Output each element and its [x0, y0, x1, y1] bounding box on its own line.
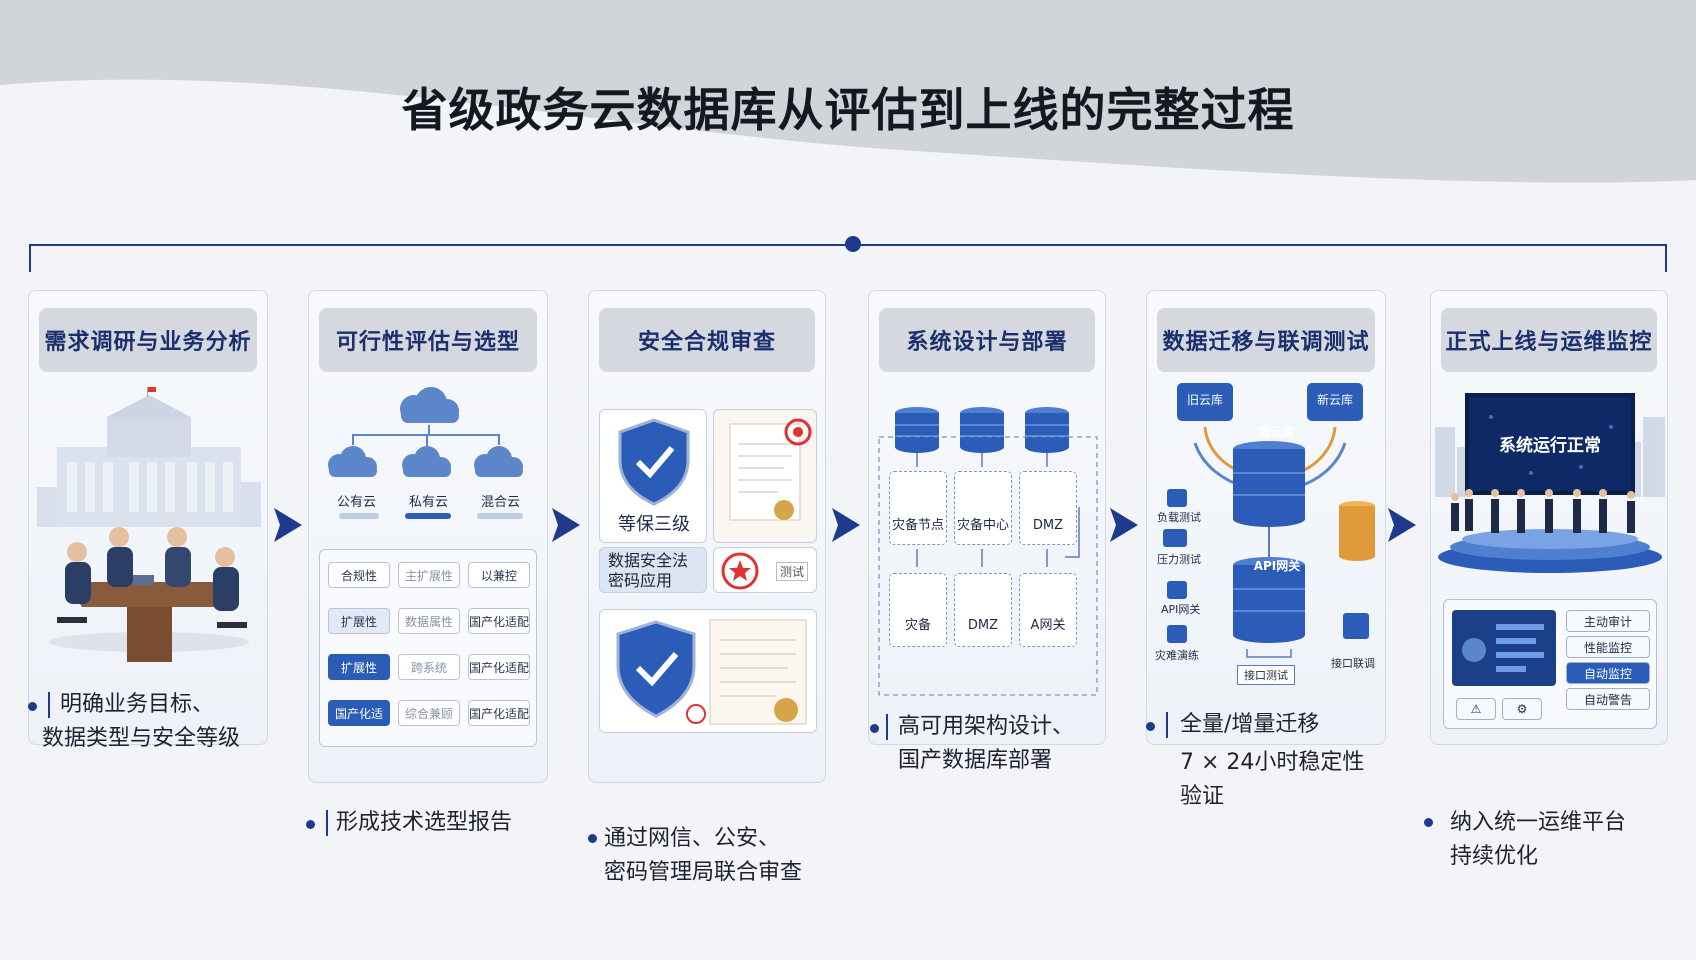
- background-wave: [0, 0, 1696, 240]
- step-panel-2: 可行性评估与选型 公有云 私有云 混合云 合规性 主扩展性 以兼控 扩展性 数据…: [308, 290, 548, 783]
- caption-line: 验证: [1180, 784, 1225, 809]
- label-disaster-drill: 灾难演练: [1155, 649, 1199, 662]
- meeting-illustration: [37, 387, 261, 662]
- step-panel-6: 正式上线与运维监控 系统运行正常 主动审计 性能监控 自动监控 自动警告 ⚠ ⚙: [1430, 290, 1668, 745]
- db-label-main: 数云库: [1258, 425, 1295, 439]
- btn-auto-monitor[interactable]: 自动监控: [1566, 662, 1650, 684]
- caption-line: 密码管理局联合审查: [604, 860, 803, 885]
- label-stress-test: 压力测试: [1157, 553, 1201, 566]
- step-panel-3: 安全合规审查 等保三级 数据安全法 密码应用 测试: [588, 290, 826, 783]
- grid-cell: 以兼控: [468, 562, 530, 588]
- cloud-diagram: [328, 387, 523, 477]
- step-caption-5: 全量/增量迁移 7 × 24小时稳定性 验证: [1146, 708, 1400, 814]
- grid-cell: 扩展性: [328, 608, 390, 634]
- grid-cell: 合规性: [328, 562, 390, 588]
- step-title-1: 需求调研与业务分析: [39, 308, 257, 372]
- node-dr: 灾备: [889, 573, 947, 647]
- caption-line: 国产数据库部署: [898, 748, 1053, 773]
- grid-cell: 国产化适配: [468, 700, 530, 726]
- btn-audit[interactable]: 主动审计: [1566, 610, 1650, 632]
- cloud-label-hybrid: 混合云: [481, 495, 521, 510]
- settings-icon[interactable]: ⚙: [1502, 698, 1542, 720]
- caption-line: 通过网信、公安、: [604, 826, 781, 851]
- step-caption-1: 明确业务目标、 数据类型与安全等级: [28, 688, 282, 756]
- migration-diagram: [1163, 383, 1375, 658]
- label-api-gateway: API网关: [1161, 603, 1201, 616]
- grid-cell: 主扩展性: [398, 562, 460, 588]
- grid-cell: 国产化适配: [468, 654, 530, 680]
- dashboard-screen: [1452, 610, 1556, 686]
- step-caption-4: 高可用架构设计、 国产数据库部署: [870, 710, 1138, 778]
- label-crypto-application: 密码应用: [608, 571, 673, 590]
- step-caption-3: 通过网信、公安、 密码管理局联合审查: [588, 822, 854, 890]
- label-test: 测试: [775, 562, 808, 581]
- step-title-3: 安全合规审查: [599, 308, 815, 372]
- evaluation-grid: 合规性 主扩展性 以兼控 扩展性 数据属性 国产化适配 扩展性 跨系统 国产化适…: [319, 549, 537, 747]
- label-data-security-law: 数据安全法: [608, 551, 689, 570]
- database-cluster-diagram: [878, 407, 1098, 696]
- arrow-right-icon: [274, 508, 302, 542]
- caption-line: 明确业务目标、: [60, 692, 215, 717]
- btn-performance[interactable]: 性能监控: [1566, 636, 1650, 658]
- arrow-right-icon: [832, 508, 860, 542]
- shield-check-icon: [616, 619, 807, 725]
- arrow-right-icon: [552, 508, 580, 542]
- label-interface-integration: 接口联调: [1331, 657, 1375, 670]
- cloud-label-public: 公有云: [337, 495, 377, 510]
- label-level3: 等保三级: [618, 514, 690, 535]
- caption-line: 形成技术选型报告: [336, 810, 513, 835]
- caption-line: 7 × 24小时稳定性: [1180, 750, 1365, 775]
- arrow-right-icon: [1110, 508, 1138, 542]
- warning-icon[interactable]: ⚠: [1456, 698, 1496, 720]
- step-panel-1: 需求调研与业务分析: [28, 290, 268, 745]
- grid-cell: 扩展性: [328, 654, 390, 680]
- caption-line: 纳入统一运维平台: [1450, 810, 1627, 835]
- timeline-bracket: [29, 236, 1667, 272]
- node-dmz-2: DMZ: [954, 573, 1012, 647]
- node-dr-node: 灾备节点: [889, 471, 947, 545]
- grid-cell: 综合兼顾: [398, 700, 460, 726]
- step-panel-5: 数据迁移与联调测试 数云库 旧云库 新云库 API网关 负载测试 压力测试 AP…: [1146, 290, 1386, 745]
- caption-line: 高可用架构设计、: [898, 714, 1075, 739]
- node-gateway: A网关: [1019, 573, 1077, 647]
- caption-line: 数据类型与安全等级: [42, 726, 241, 751]
- arrow-right-icon: [1388, 508, 1416, 542]
- monitoring-dashboard: 主动审计 性能监控 自动监控 自动警告 ⚠ ⚙: [1443, 599, 1657, 729]
- btn-auto-alert[interactable]: 自动警告: [1566, 688, 1650, 710]
- page-title: 省级政务云数据库从评估到上线的完整过程: [401, 83, 1295, 137]
- step-caption-2: 形成技术选型报告: [306, 806, 576, 840]
- step-title-4: 系统设计与部署: [879, 308, 1095, 372]
- db-label-old: 旧云库: [1186, 393, 1223, 407]
- node-dmz: DMZ: [1019, 471, 1077, 545]
- node-dr-center: 灾备中心: [954, 471, 1012, 545]
- step-title-6: 正式上线与运维监控: [1441, 308, 1657, 372]
- caption-line: 持续优化: [1450, 844, 1539, 869]
- db-label-new: 新云库: [1316, 393, 1353, 407]
- step-title-2: 可行性评估与选型: [319, 308, 537, 372]
- cloud-label-private: 私有云: [409, 495, 449, 510]
- screen-status-text: 系统运行正常: [1499, 436, 1601, 456]
- db-label-api: API网关: [1253, 559, 1301, 573]
- label-interface-test: 接口测试: [1237, 665, 1295, 685]
- shield-check-icon: [618, 418, 690, 506]
- step-panel-4: 系统设计与部署 灾备节点 灾备中心 DMZ 灾备 DMZ A网关: [868, 290, 1106, 745]
- grid-cell: 跨系统: [398, 654, 460, 680]
- grid-cell: 国产化适: [328, 700, 390, 726]
- red-seal-icon: [721, 552, 759, 590]
- label-load-test: 负载测试: [1157, 511, 1201, 524]
- grid-cell: 国产化适配: [468, 608, 530, 634]
- grid-cell: 数据属性: [398, 608, 460, 634]
- caption-line: 全量/增量迁移: [1180, 712, 1320, 737]
- document-seal-icon: [729, 418, 812, 521]
- step-title-5: 数据迁移与联调测试: [1157, 308, 1375, 372]
- stage-screen-illustration: [1435, 393, 1665, 573]
- step-caption-6: 纳入统一运维平台 持续优化: [1424, 806, 1670, 874]
